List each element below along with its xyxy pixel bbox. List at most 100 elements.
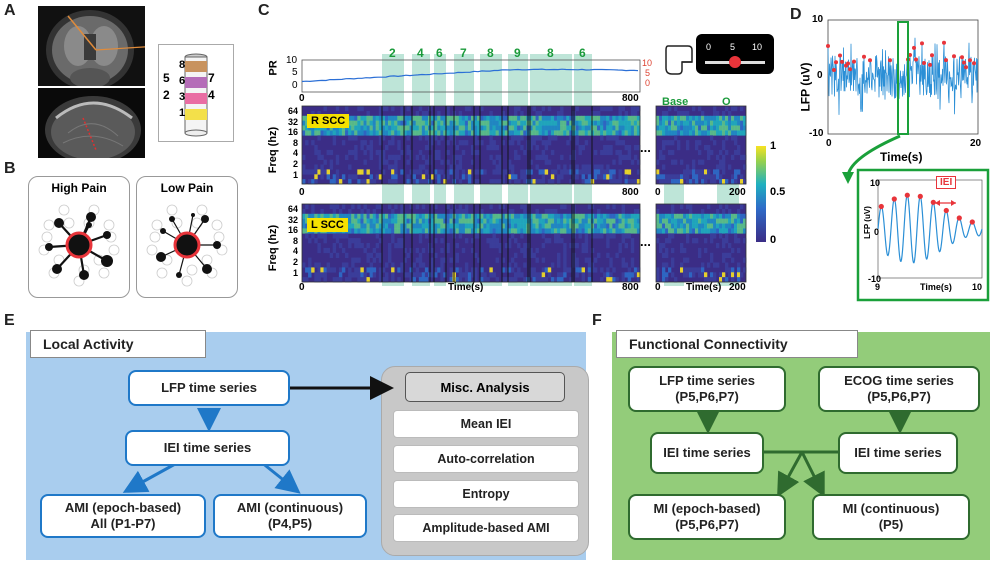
l-spectrogram-cell (391, 277, 395, 283)
hand-icon (665, 45, 693, 75)
r-spectrogram-cell (581, 164, 585, 170)
r-spectrogram-cell (314, 130, 318, 136)
l-spectrogram-cell (501, 267, 506, 273)
r-spectrogram-cell (375, 130, 380, 136)
l-spectrogram-cell (391, 272, 395, 278)
l-spectrogram-right-cell (719, 218, 723, 224)
r-spectrogram-cell (560, 169, 564, 175)
l-spectrogram-right-cell (683, 213, 687, 219)
l-spectrogram-cell (566, 228, 570, 234)
l-spectrogram-cell (633, 223, 638, 229)
r-spectrogram-cell (388, 164, 392, 170)
r-spectrogram-cell (624, 154, 628, 160)
r-spectrogram-right-cell (716, 164, 720, 170)
r-spectrogram-right-cell (662, 179, 666, 185)
r-spectrogram-cell (378, 154, 383, 160)
r-spectrogram-right-cell (704, 179, 708, 185)
l-spectrogram-cell (609, 257, 613, 263)
l-spectrogram-cell (597, 223, 601, 229)
r-spectrogram-cell (421, 164, 426, 170)
l-spectrogram-cell (547, 228, 552, 234)
r-spectrogram-cell (477, 125, 481, 131)
l-spectrogram-cell (332, 247, 337, 254)
l-spectrogram-cell (510, 267, 515, 273)
l-spectrogram-right-cell (731, 267, 735, 273)
l-spectrogram-cell (498, 243, 503, 249)
r-spectrogram-cell (480, 120, 484, 126)
l-spectrogram-cell (345, 252, 349, 258)
l-spectrogram-cell (434, 272, 438, 278)
r-spectrogram-cell (554, 115, 558, 121)
r-spectrogram-right-cell (662, 110, 666, 117)
r-spectrogram-cell (615, 149, 619, 156)
pr-tick-10: 10 (286, 55, 298, 66)
l-spectrogram-cell (483, 272, 487, 278)
iei-label: IEI (936, 176, 957, 189)
l-spectrogram-cell (329, 267, 334, 273)
network-node (103, 219, 115, 231)
d-inset-xlabel: Time(s) (920, 282, 952, 292)
r-spectrogram-cell (523, 174, 527, 180)
l-spectrogram-cell (388, 247, 392, 254)
lfp-peak-dot (972, 61, 976, 66)
l-spectrogram-right-cell (698, 213, 702, 219)
r-spectrogram-right-cell (731, 120, 735, 126)
r-spectrogram-right-cell (740, 179, 744, 185)
r-spectrogram-cell (385, 159, 389, 165)
r-spectrogram-cell (363, 149, 367, 156)
r-spectrogram-cell (366, 130, 370, 136)
l-spectrogram-right-cell (743, 213, 747, 219)
l-spectrogram-cell (464, 267, 469, 273)
r-spectrogram-cell (529, 120, 533, 126)
r-spectrogram-cell (406, 149, 410, 156)
r-spectrogram-cell (308, 169, 312, 175)
r-spectrogram-right-cell (719, 179, 723, 185)
r-spectrogram-right-cell (695, 120, 699, 126)
r-spectrogram-cell (507, 140, 512, 146)
r-spectrogram-cell (584, 179, 589, 185)
l-spectrogram-cell (421, 204, 426, 210)
r-spectrogram-right-cell (722, 154, 726, 160)
l-spectrogram-right-cell (680, 223, 684, 229)
r-spectrogram-cell (560, 110, 564, 117)
l-spectrogram-cell (544, 228, 549, 234)
l-spectrogram-cell (363, 218, 367, 224)
r-spectrogram-right-cell (719, 149, 723, 156)
r-spectrogram-cell (406, 179, 410, 185)
r-spectrogram-cell (397, 125, 401, 131)
l-spectrogram-cell (351, 228, 355, 234)
r-spectrogram-cell (431, 130, 435, 136)
l-spectrogram-cell (584, 223, 589, 229)
r-spectrogram-cell (446, 125, 450, 131)
l-spectrogram-cell (606, 228, 610, 234)
r-spectrogram-cell (424, 135, 429, 141)
r-spectrogram-cell (609, 149, 613, 156)
r-spectrogram-cell (397, 140, 401, 146)
r-spectrogram-cell (563, 130, 567, 136)
l-spectrogram-cell (326, 262, 330, 268)
l-spectrogram-right-cell (704, 272, 708, 278)
l-spectrogram-cell (360, 208, 364, 215)
r-spectrogram-cell (394, 159, 398, 165)
r-spectrogram-right-cell (731, 106, 735, 112)
l-spectrogram-cell (406, 252, 410, 258)
inset-peak-dot (904, 192, 910, 198)
r-spectrogram-cell (510, 174, 515, 180)
l-spectrogram-right-cell (722, 257, 726, 263)
l-spectrogram-cell (317, 247, 321, 254)
slider-tick-0: 0 (706, 42, 712, 52)
l-spectrogram-right-cell (704, 238, 708, 244)
l-spectrogram-cell (461, 272, 466, 278)
r-spectrogram-cell (606, 169, 610, 175)
l-spectrogram-right-cell (722, 208, 726, 215)
l-spectrogram-cell (345, 262, 349, 268)
r-spectrogram-cell (554, 130, 558, 136)
l-spectrogram-right-cell (731, 257, 735, 263)
r-spectrogram-right-cell (692, 106, 696, 112)
l-spectrogram-cell (557, 272, 561, 278)
r-spectrogram-cell (437, 130, 441, 136)
l-spectrogram-cell (581, 247, 585, 254)
l-spectrogram-cell (394, 243, 398, 249)
r-spectrogram-cell (381, 169, 386, 175)
l-spectrogram-cell (523, 223, 527, 229)
